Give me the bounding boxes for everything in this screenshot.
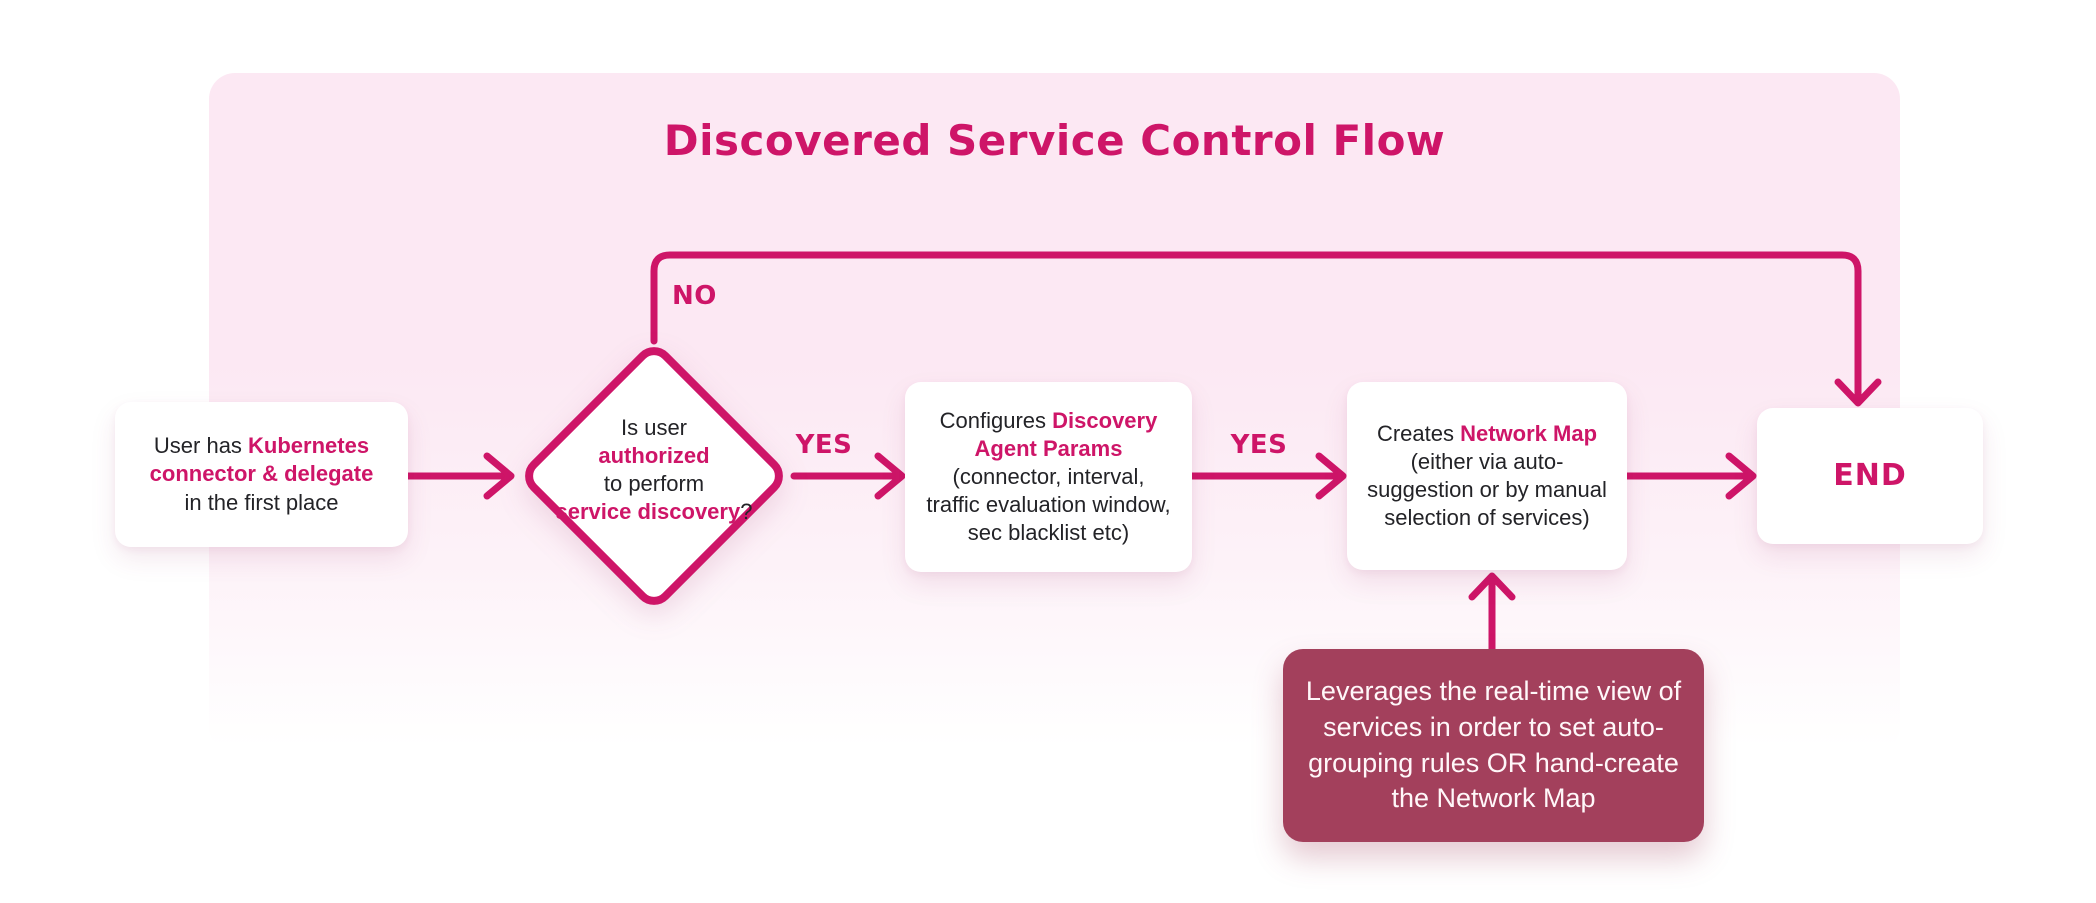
edge-label-no: NO bbox=[672, 281, 717, 311]
edge-label-yes-configure: YES bbox=[1230, 430, 1288, 460]
edge-label-yes-decision: YES bbox=[795, 430, 853, 460]
diagram-title: Discovered Service Control Flow bbox=[663, 116, 1446, 165]
arrowhead-no-loop-into-end-icon bbox=[1834, 378, 1882, 407]
arrowhead-note-to-create-icon bbox=[1468, 572, 1516, 601]
text-content: Creates Network Map(either via auto-sugg… bbox=[1367, 420, 1607, 531]
node-end: END bbox=[1757, 408, 1983, 544]
arrowhead-configure-to-create-icon bbox=[1315, 452, 1347, 500]
arrowhead-decision-to-configure-icon bbox=[874, 452, 906, 500]
arrowhead-start-to-decision-icon bbox=[483, 452, 515, 500]
connector-decision-no-loop-to-end bbox=[650, 251, 1862, 401]
node-create-network-map: Creates Network Map(either via auto-sugg… bbox=[1347, 382, 1627, 570]
arrowhead-create-to-end-icon bbox=[1725, 452, 1757, 500]
